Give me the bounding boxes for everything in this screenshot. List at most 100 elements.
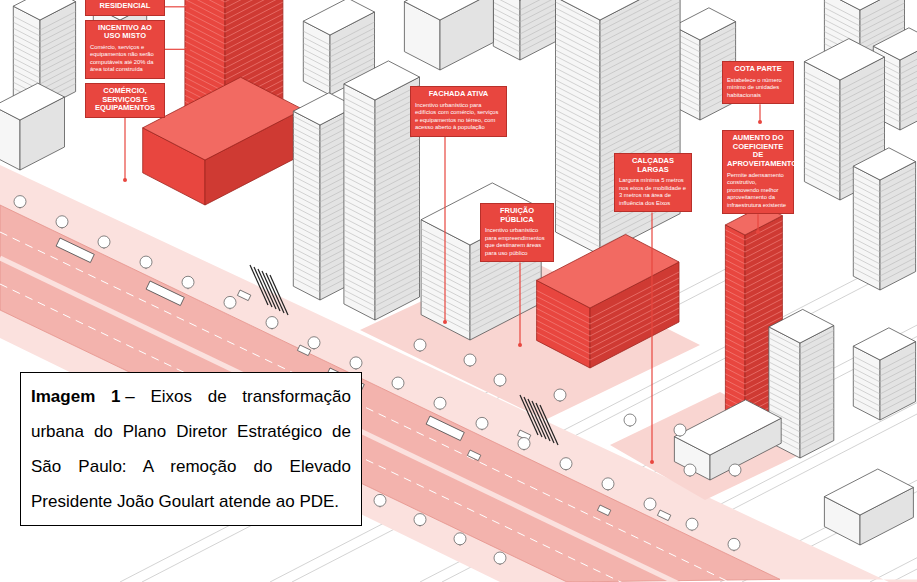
tree-crown — [350, 357, 362, 369]
window-row — [840, 79, 885, 102]
window-row — [824, 14, 860, 32]
window-row — [344, 134, 375, 150]
window-row — [840, 97, 885, 120]
window-row — [293, 176, 320, 190]
window-row — [344, 104, 375, 120]
callout-box: COTA PARTEEstabelece o número mínimo de … — [722, 61, 794, 104]
window-row — [725, 380, 745, 390]
tree-crown — [224, 296, 236, 308]
window-row — [344, 278, 375, 294]
window-row — [745, 287, 782, 306]
window-row — [804, 84, 840, 102]
window-row — [600, 20, 680, 61]
callout-box: RESIDENCIAL — [85, 0, 165, 16]
window-row — [375, 157, 420, 180]
window-row — [853, 232, 880, 246]
window-row — [344, 146, 375, 162]
window-row — [769, 386, 800, 402]
window-row — [303, 49, 330, 63]
building-face — [493, 0, 520, 60]
building-roof — [143, 77, 303, 160]
crosswalk-stripe — [266, 273, 284, 313]
window-row — [185, 53, 225, 74]
window-row — [769, 392, 800, 408]
window-row — [344, 152, 375, 168]
window-row — [725, 350, 745, 360]
window-row — [493, 2, 520, 16]
tree-crown — [182, 276, 194, 288]
building-roof — [0, 83, 64, 120]
window-row — [556, 110, 601, 133]
window-row — [344, 164, 375, 180]
crosswalk-stripe — [270, 275, 288, 315]
window-row — [344, 182, 375, 198]
building-face — [293, 111, 320, 300]
window-row — [40, 66, 76, 84]
window-row — [880, 204, 916, 222]
window-row — [225, 0, 283, 8]
window-row — [725, 296, 745, 306]
window-row — [520, 0, 556, 10]
window-row — [840, 121, 885, 144]
window-row — [344, 116, 375, 132]
window-row — [293, 236, 320, 250]
window-row — [303, 61, 330, 75]
tree-crown — [560, 458, 572, 470]
leader-dot — [443, 320, 447, 324]
callout-text: Largura mínima 5 metros nos eixos de mob… — [619, 177, 687, 207]
tree-crown — [374, 494, 386, 506]
window-row — [600, 116, 680, 157]
window-row — [725, 374, 745, 384]
callout-text: Comércio, serviços e equipamentos não se… — [90, 44, 160, 74]
window-row — [293, 146, 320, 160]
window-row — [520, 16, 556, 34]
window-row — [745, 263, 782, 282]
car — [597, 505, 610, 516]
window-row — [225, 32, 283, 62]
window-row — [40, 60, 76, 78]
window-row — [600, 32, 680, 73]
window-row — [880, 264, 916, 282]
window-row — [880, 246, 916, 264]
window-row — [470, 277, 541, 314]
window-row — [880, 216, 916, 234]
window-row — [556, 38, 601, 61]
window-row — [293, 272, 320, 286]
window-row — [745, 275, 782, 294]
window-row — [344, 242, 375, 258]
window-row — [293, 128, 320, 142]
window-row — [880, 258, 916, 276]
window-row — [880, 234, 916, 252]
building-roof — [824, 469, 913, 515]
window-row — [840, 91, 885, 114]
window-row — [375, 193, 420, 216]
window-row — [804, 102, 840, 120]
window-row — [840, 109, 885, 132]
building — [853, 148, 915, 290]
window-row — [853, 392, 880, 406]
window-row — [556, 218, 601, 241]
window-row — [375, 277, 420, 300]
window-row — [853, 362, 880, 376]
tree-crown — [140, 256, 152, 268]
window-row — [13, 46, 40, 60]
window-row — [185, 41, 225, 62]
window-row — [520, 34, 556, 52]
window-row — [880, 240, 916, 258]
tree-crown — [476, 417, 488, 429]
window-row — [804, 168, 840, 186]
window-row — [556, 134, 601, 157]
window-row — [225, 0, 283, 2]
window-row — [853, 190, 880, 204]
callout-text: Permite adensamento construtivo, promove… — [727, 172, 789, 210]
leader-dot — [123, 178, 127, 182]
window-row — [556, 56, 601, 79]
window-row — [804, 114, 840, 132]
window-row — [853, 368, 880, 382]
tree-crown — [308, 337, 320, 349]
window-row — [745, 245, 782, 264]
window-row — [600, 92, 680, 133]
window-row — [375, 253, 420, 276]
building-roof — [853, 328, 915, 360]
